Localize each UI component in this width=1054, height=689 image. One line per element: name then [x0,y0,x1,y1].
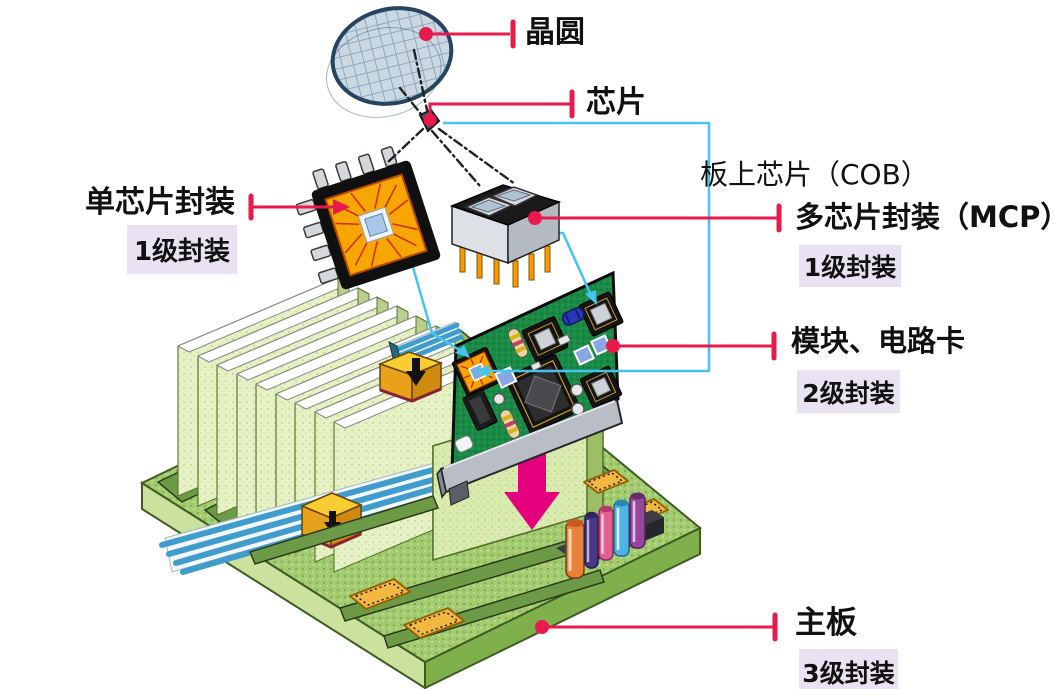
mcp-pins [459,245,551,288]
down-arrow-icon [406,358,426,386]
callout-mcp [528,203,782,233]
soic-chip [462,389,498,431]
qfp-chip [578,291,624,337]
level-3-badge: 3级封装 [799,649,898,689]
callout-die [423,89,575,127]
qfp-chip [521,316,569,362]
resistor [507,328,529,358]
callout-lines [248,19,782,642]
mcp-package-illustration [449,184,562,288]
dash-dot-guide-lines [386,48,517,188]
resistor [499,409,521,439]
connector-box-upper [377,351,444,403]
blue-capacitor [561,307,585,326]
qfp-chip [579,365,623,409]
callout-single-chip-package [248,193,350,221]
wafer-label: 晶圆 [525,15,585,50]
wafer-illustration [325,6,454,118]
level-2-badge: 2级封装 [797,370,900,413]
cob-die-on-card [451,346,503,398]
chip-on-board-label: 板上芯片（COB） [700,158,929,191]
card-edge-connector [436,398,624,506]
callout-wafer [419,19,516,49]
multi-chip-package-label: 多芯片封装（MCP） [795,200,1054,234]
single-chip-package-label: 单芯片封装 [85,185,235,220]
circuit-card-illustration [436,270,624,506]
motherboard-label: 主板 [795,605,857,641]
package-leads [295,146,398,284]
crystal [454,435,474,453]
level-1-badge-right: 1级封装 [799,245,901,287]
module-circuit-card-label: 模块、电路卡 [791,324,966,358]
die-label: 芯片 [586,85,646,120]
callout-module-card [606,331,777,361]
large-qfp-chip [504,354,582,434]
capacitors [556,492,664,579]
callout-motherboard [535,612,778,642]
single-chip-package-illustration [295,146,441,290]
level-1-badge-left: 1级封装 [127,225,237,274]
bond-wires [335,183,418,267]
